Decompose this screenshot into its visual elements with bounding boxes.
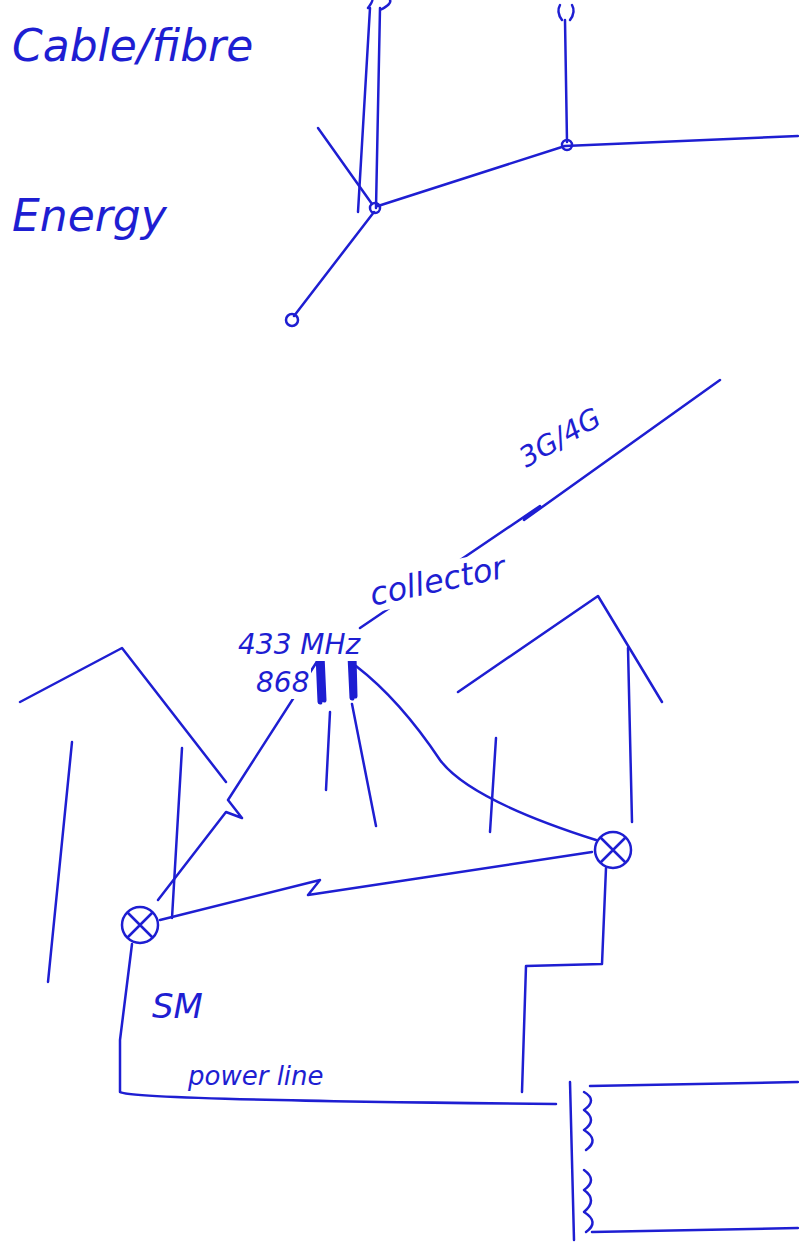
energy-network [20,380,798,1240]
house-wall [490,648,632,832]
power-line [120,944,556,1104]
device-label: collector [365,549,511,613]
backhaul-link [360,380,720,628]
house-roof [458,596,662,702]
smart-meter [122,907,158,943]
radio-link [160,852,592,920]
device-label: SM [150,988,205,1025]
junction [286,314,298,326]
junction [370,203,380,213]
pole [558,5,573,142]
radio-link [158,660,318,900]
link-label: 3G/4G [513,402,608,475]
cable-line [294,212,374,316]
collector-antenna [318,655,355,702]
line-label: power line [186,1062,326,1091]
meter-cross [128,913,152,937]
house-roof [20,648,226,782]
smart-meter [595,832,631,868]
radio-link [356,666,596,840]
cable-line [378,136,798,206]
leader-line [318,128,372,204]
meter-cross [601,838,625,862]
power-line [522,868,606,1092]
frequency-label: 868 [254,668,311,699]
network-title: Cable/fibre [10,22,255,70]
collector-pole [326,704,376,826]
fibre-network [286,0,798,326]
frequency-label: 433 MHz [236,630,362,661]
substation-outline [590,1082,798,1232]
transformer-symbol [570,1082,593,1240]
network-title: Energy [10,192,169,240]
pole [358,0,390,212]
junction [562,140,572,150]
house-wall [48,742,182,982]
